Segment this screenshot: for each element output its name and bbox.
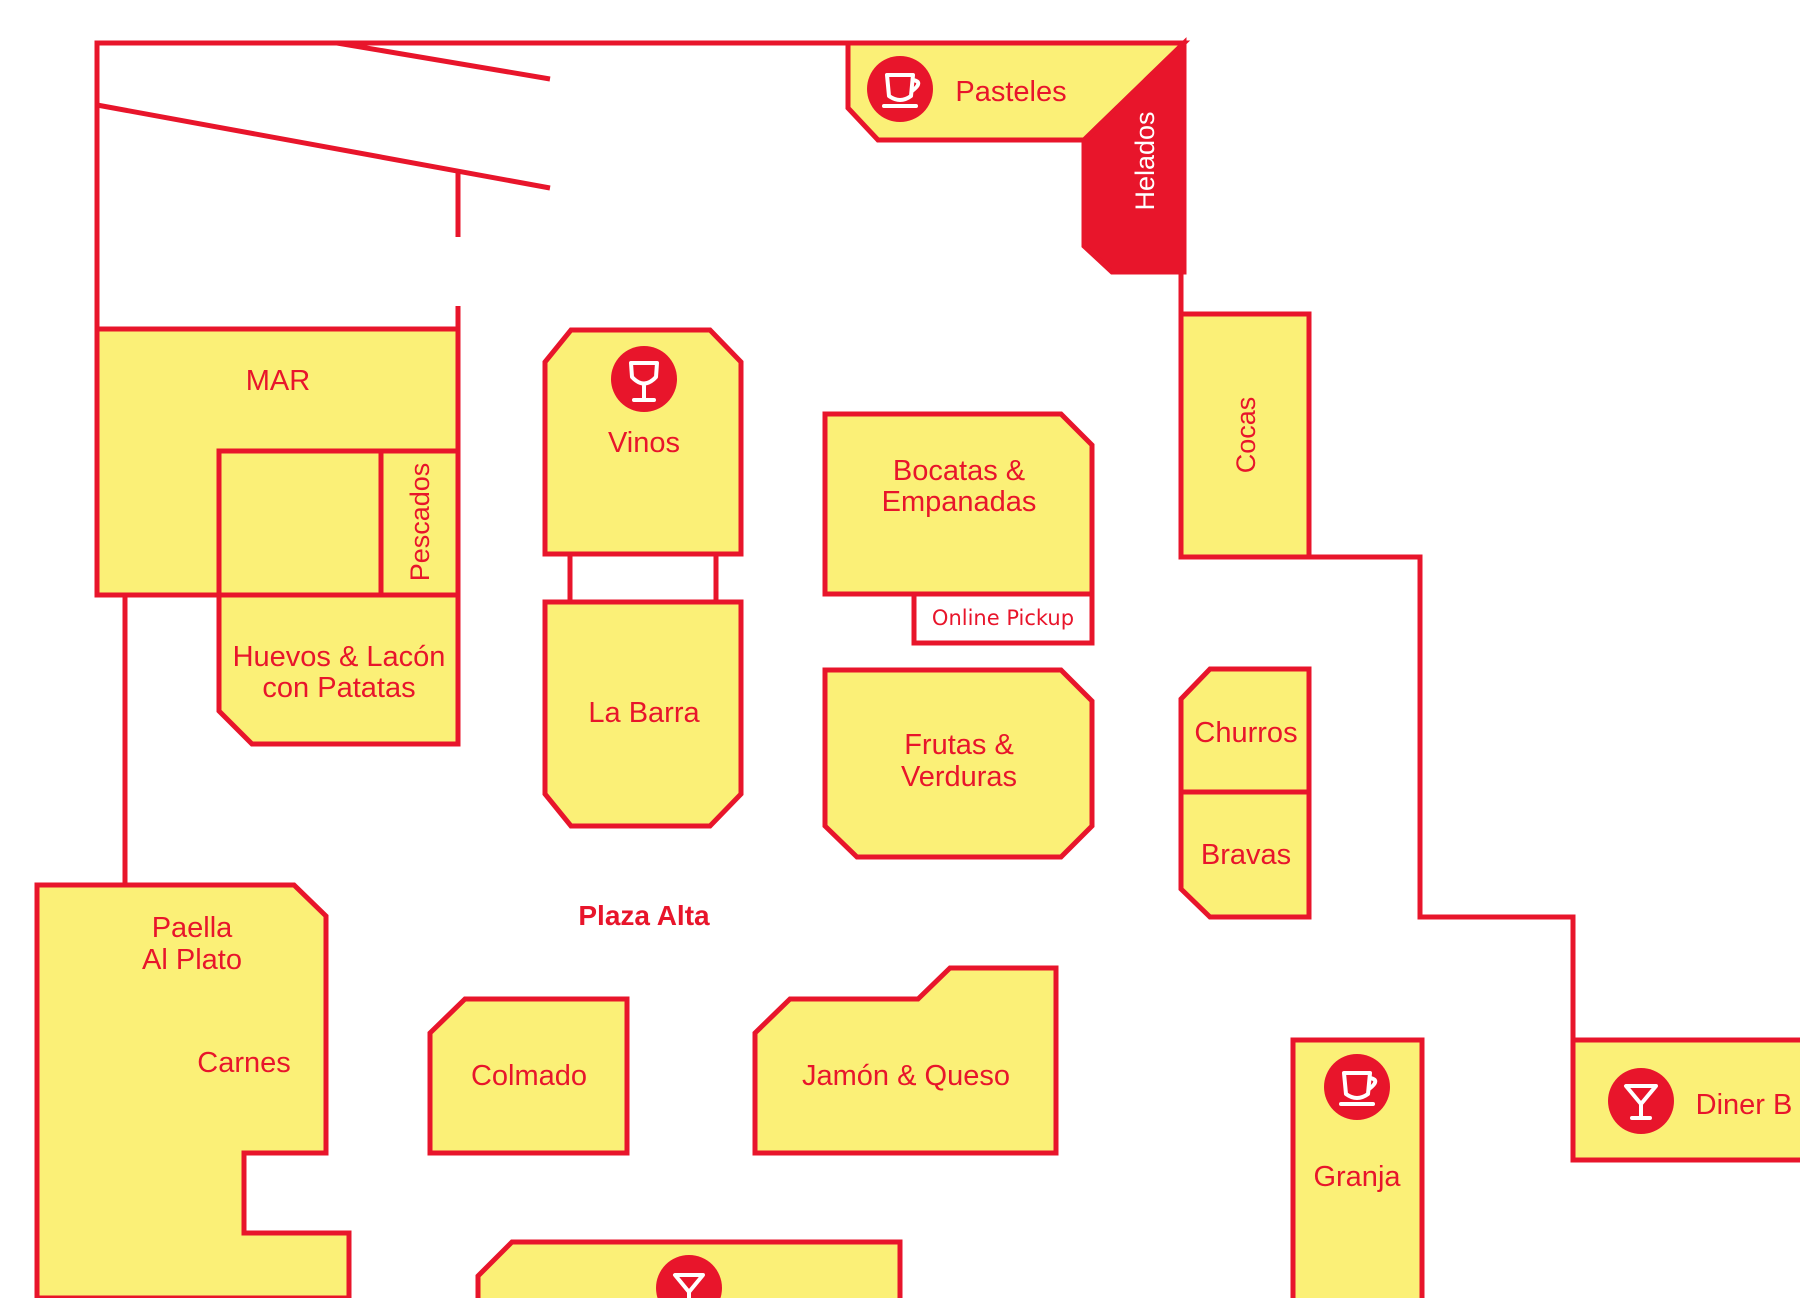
stall-label: La Barra (588, 697, 700, 729)
stall-label: Granja (1313, 1161, 1401, 1193)
outer-wall-top-left (94, 40, 848, 334)
stall-label: Diner B (1696, 1089, 1793, 1121)
stall-label: Cocas (1231, 397, 1261, 474)
stall-churros[interactable]: Churros (1178, 666, 1312, 795)
stall-colmado[interactable]: Colmado (427, 996, 630, 1156)
stall-frutas-verduras[interactable]: Frutas & Verduras (822, 667, 1095, 860)
diagonal-wall-lower (96, 102, 551, 191)
stall-label-line1: Frutas & (904, 729, 1014, 761)
stall-label-carnes: Carnes (197, 1047, 291, 1079)
stall-label: Helados (1130, 111, 1160, 210)
stall-label: Colmado (471, 1060, 587, 1092)
stall-cocas[interactable]: Cocas (1178, 311, 1312, 560)
diagonal-wall-upper (336, 40, 551, 82)
stall-helados[interactable]: Helados (1081, 37, 1187, 275)
stall-label: Churros (1194, 717, 1297, 749)
stall-la-barra[interactable]: La Barra (542, 599, 744, 829)
stall-label-line2: Empanadas (882, 486, 1037, 518)
stall-label: MAR (246, 365, 310, 397)
online-pickup-point[interactable]: Online Pickup (911, 591, 1095, 646)
stall-pescados[interactable]: Pescados (378, 448, 461, 598)
stall-label-line2: con Patatas (262, 672, 415, 704)
stall-label-line1: Bocatas & (893, 455, 1025, 487)
stall-huevos-lacon[interactable]: Huevos & Lacón con Patatas (216, 592, 461, 747)
stall-granja[interactable]: Granja (1290, 1037, 1425, 1298)
stall-bottom-bar[interactable] (475, 1239, 903, 1298)
stall-pasteles[interactable]: Pasteles (845, 40, 1191, 143)
stall-label: Bravas (1201, 839, 1291, 871)
coffee-cup-icon (867, 56, 933, 122)
stall-label: Vinos (608, 427, 680, 459)
stall-label-line2: Al Plato (142, 944, 242, 976)
stall-label-line2: Verduras (901, 761, 1017, 793)
stall-paella-carnes[interactable]: Paella Al Plato Carnes (34, 882, 352, 1298)
wine-glass-icon (611, 346, 677, 412)
unlabeled-stall (216, 448, 384, 598)
stall-label: Pasteles (955, 76, 1066, 108)
online-pickup-label: Online Pickup (932, 606, 1074, 630)
stall-label-line1: Paella (152, 912, 233, 944)
stall-jamon-queso[interactable]: Jamón & Queso (752, 965, 1059, 1156)
stall-label: Pescados (405, 463, 435, 582)
plaza-name: Plaza Alta (578, 900, 710, 931)
coffee-cup-icon (1324, 1054, 1390, 1120)
stall-diner-bar[interactable]: Diner B (1570, 1037, 1800, 1163)
stall-vinos[interactable]: Vinos (542, 327, 744, 557)
vinos-barra-connector (567, 551, 719, 605)
stall-bocatas-empanadas[interactable]: Bocatas & Empanadas (822, 411, 1095, 597)
stall-bravas[interactable]: Bravas (1178, 789, 1312, 920)
stall-label-line1: Huevos & Lacón (233, 641, 446, 673)
stall-label: Jamón & Queso (802, 1060, 1010, 1092)
